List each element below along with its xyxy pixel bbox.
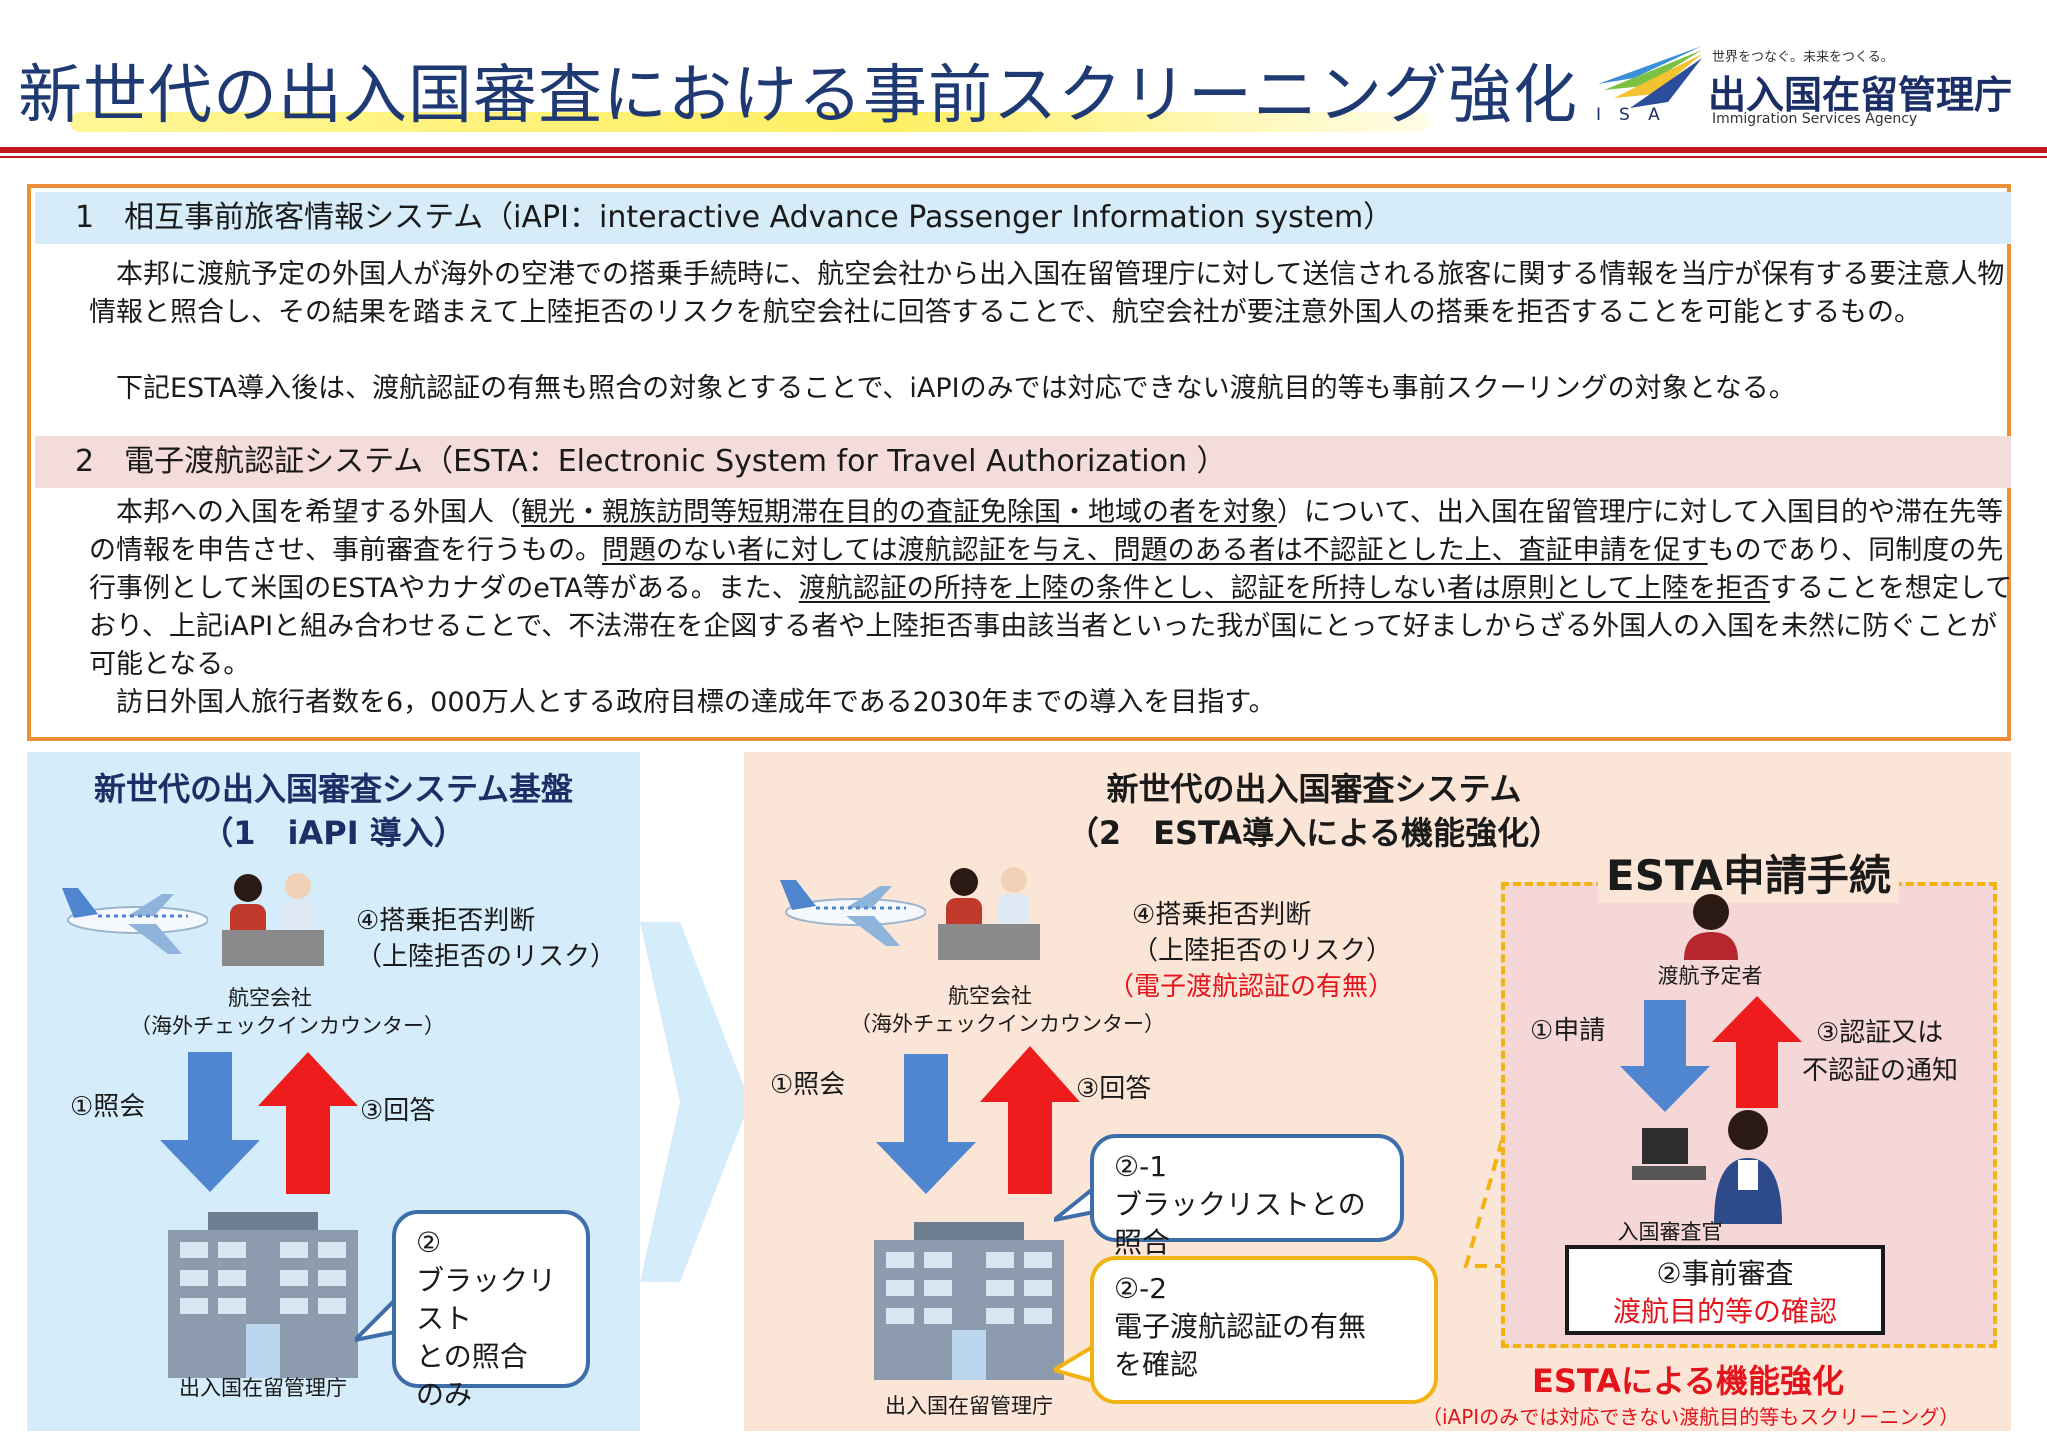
pre-review-box: ②事前審査 渡航目的等の確認 [1565, 1245, 1885, 1335]
s2-text-g: することを想定しており、上記iAPIと組み合わせることで、不法滞在を企図する者や… [89, 573, 2013, 680]
pre-review-label: ②事前審査 [1656, 1257, 1794, 1290]
esta-panel-subtitle: （2 ESTA導入による機能強化） [1066, 814, 1562, 852]
answer-arrow-up-icon [258, 1052, 358, 1194]
isa-logo-icon [1598, 46, 1702, 108]
checkin-counter-icon [938, 867, 1040, 960]
iapi-inquiry-label: ①照会 [70, 1092, 146, 1122]
apply-arrow-down-icon [1620, 1000, 1710, 1112]
agency-building-icon [874, 1222, 1064, 1380]
esta-bubble1-num: ②-1 [1114, 1150, 1168, 1183]
esta-procedure-title: ESTA申請手続 [1598, 842, 1899, 903]
esta-answer-label: ③回答 [1076, 1074, 1152, 1104]
esta-bubble1-text: ブラックリストとの照合 [1114, 1188, 1366, 1259]
section2-heading: 2 電子渡航認証システム（ESTA：Electronic System for … [35, 436, 2011, 488]
esta-connector-line [1463, 1140, 1504, 1268]
logo-english: Immigration Services Agency [1712, 111, 1918, 127]
section2-para2: 訪日外国人旅行者数を6，000万人とする政府目標の達成年である2030年までの導… [89, 687, 1276, 718]
chevron-right-icon [640, 922, 750, 1282]
s2-text-c: ）について、出入国在留管理庁に対して入国目的や滞在先等の情報を申告させ、事前審査… [89, 497, 2004, 566]
overview-box: 1 相互事前旅客情報システム（iAPI：interactive Advance … [27, 184, 2012, 741]
purpose-check-label: 渡航目的等の確認 [1612, 1295, 1837, 1328]
logo-abbr: ISA [1596, 105, 1678, 125]
esta-airline-label: 航空会社 [948, 984, 1032, 1008]
logo-name: 出入国在留管理庁 [1708, 73, 2013, 117]
esta-blacklist-bubble: ②-1 ブラックリストとの照合 [1090, 1134, 1404, 1259]
esta-enhancement-title: ESTAによる機能強化 [1532, 1362, 1845, 1400]
section1-para2: 下記ESTA導入後は、渡航認証の有無も照合の対象とすることで、iAPIのみでは対… [89, 373, 1796, 404]
esta-notice-line2: 不認証の通知 [1802, 1056, 1959, 1086]
s2-text-a: 本邦への入国を希望する外国人（ [89, 497, 521, 528]
inquiry-arrow-down-icon [876, 1054, 976, 1194]
agency-building-icon [168, 1212, 358, 1378]
esta-airline-counter: （海外チェックインカウンター） [850, 1012, 1165, 1036]
checkin-counter-icon [222, 873, 324, 966]
iapi-bubble-line2: との照合 [416, 1340, 528, 1373]
esta-panel-title: 新世代の出入国審査システム [1106, 770, 1522, 808]
iapi-blacklist-bubble: ② ブラックリスト との照合 のみ [392, 1210, 590, 1411]
logo-tagline: 世界をつなぐ。未来をつくる。 [1712, 50, 1894, 65]
esta-bubble2-line1: 電子渡航認証の有無 [1114, 1310, 1367, 1343]
iapi-judge: ④搭乗拒否判断 [356, 906, 536, 936]
esta-bubble2-line2: を確認 [1114, 1348, 1199, 1381]
notice-arrow-up-icon [1712, 996, 1802, 1108]
iapi-panel-subtitle: （1 iAPI 導入） [201, 814, 466, 852]
esta-notice-line1: ③認証又は [1816, 1018, 1944, 1048]
iapi-judge-risk: （上陸拒否のリスク） [356, 942, 617, 972]
answer-arrow-up-icon [980, 1046, 1080, 1194]
iapi-bubble-line1: ブラックリスト [416, 1264, 557, 1335]
esta-bubble2-num: ②-2 [1114, 1272, 1168, 1305]
esta-apply-label: ①申請 [1530, 1016, 1606, 1046]
traveler-icon [1684, 894, 1738, 960]
esta-auth-bubble: ②-2 電子渡航認証の有無 を確認 [1090, 1256, 1438, 1404]
traveler-label: 渡航予定者 [1657, 964, 1763, 988]
iapi-bubble-num: ② [416, 1226, 442, 1259]
title-highlight [70, 112, 1430, 132]
airplane-icon [62, 888, 208, 954]
immigration-officer-icon [1632, 1110, 1782, 1224]
esta-judge-auth: （電子渡航認証の有無） [1108, 972, 1395, 1002]
iapi-bubble-line3: のみ [416, 1378, 473, 1411]
airplane-icon [780, 880, 926, 946]
s2-underline-target: 観光・親族訪問等短期滞在目的の査証免除国・地域の者を対象 [521, 497, 1277, 528]
s2-underline-condition: 渡航認証の所持を上陸の条件とし、認証を所持しない者は原則として上陸を拒否 [798, 573, 1770, 604]
esta-enhancement-note: （iAPIのみでは対応できない渡航目的等もスクリーニング） [1422, 1405, 1960, 1429]
esta-judge: ④搭乗拒否判断 [1132, 900, 1312, 930]
iapi-panel-title: 新世代の出入国審査システム基盤 [93, 770, 574, 808]
page-title: 新世代の出入国審査における事前スクリーニング強化 [18, 59, 1578, 133]
section1-heading: 1 相互事前旅客情報システム（iAPI：interactive Advance … [35, 192, 2011, 244]
esta-judge-risk: （上陸拒否のリスク） [1132, 936, 1393, 966]
esta-agency-label: 出入国在留管理庁 [885, 1394, 1053, 1418]
officer-label: 入国審査官 [1617, 1220, 1723, 1244]
iapi-answer-label: ③回答 [360, 1096, 436, 1126]
s2-underline-auth: 問題のない者に対しては渡航認証を与え、問題のある者は不認証とした上、査証申請を促… [602, 535, 1708, 566]
section2-para1: 本邦への入国を希望する外国人（観光・親族訪問等短期滞在目的の査証免除国・地域の者… [89, 494, 2019, 684]
header-rule [0, 147, 2047, 153]
s2-text-e: ものであり、同制度の先行事例として米国のESTAやカナダのeTA等がある。また、 [89, 535, 2004, 604]
inquiry-arrow-down-icon [160, 1052, 260, 1192]
iapi-airline-counter: （海外チェックインカウンター） [130, 1014, 445, 1038]
iapi-airline-label: 航空会社 [228, 986, 312, 1010]
iapi-agency-label: 出入国在留管理庁 [179, 1376, 347, 1400]
header-rule-thin [0, 156, 2047, 158]
section1-para1: 本邦に渡航予定の外国人が海外の空港での搭乗手続時に、航空会社から出入国在留管理庁… [89, 259, 2005, 328]
esta-inquiry-label: ①照会 [770, 1070, 846, 1100]
